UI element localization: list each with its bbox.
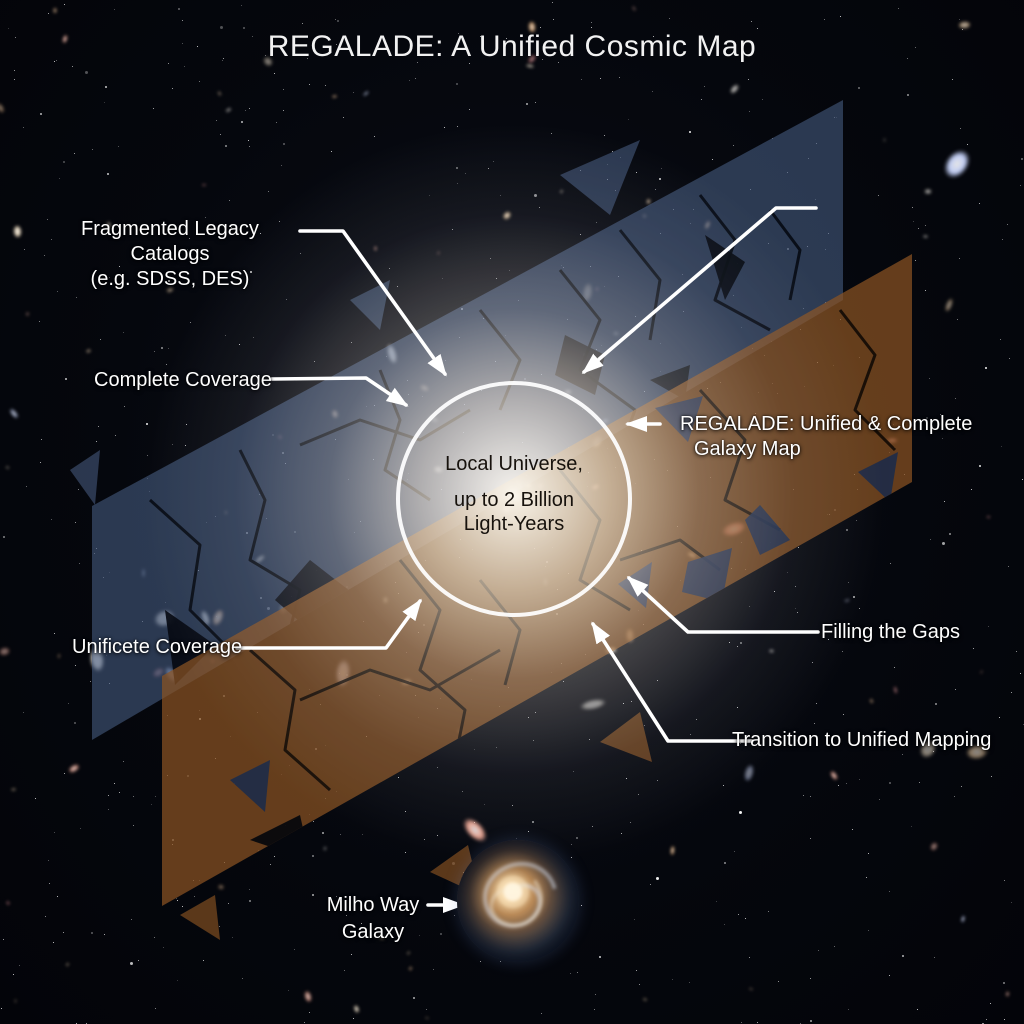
local-universe-line2: up to 2 Billion (453, 489, 575, 511)
label-milky-line1: Milho Way (326, 894, 420, 916)
label-regalade-line2: Galaxy Map (694, 438, 801, 460)
label-fragmented-line1: Fragmented Legacy Catalogs (81, 218, 259, 265)
local-universe-circle (396, 381, 632, 617)
label-fragmented-legacy-catalogs: Fragmented Legacy Catalogs (e.g. SDSS, D… (40, 217, 300, 292)
label-unificete-coverage: Unificete Coverage (72, 636, 243, 658)
pointer-unificete-arrow (235, 598, 422, 650)
local-universe-caption: Local Universe, up to 2 Billion Light-Ye… (396, 452, 632, 536)
label-fragmented-line2: (e.g. SDSS, DES) (90, 268, 250, 290)
label-regalade-unified-map: REGALADE: Unified & Complete Galaxy Map (680, 412, 972, 462)
pointer-filling-gaps-arrow (626, 575, 820, 634)
pointer-transition-arrow (591, 621, 754, 743)
milky-way-spiral (483, 861, 557, 928)
local-universe-line1: Local Universe, (445, 453, 583, 475)
page-title: REGALADE: A Unified Cosmic Map (267, 30, 757, 63)
milky-way-galaxy-image (457, 840, 579, 962)
label-milky-way-galaxy: Milho Way Galaxy (312, 892, 434, 946)
label-complete-coverage: Complete Coverage (94, 369, 272, 391)
label-filling-the-gaps: Filling the Gaps (821, 621, 960, 643)
label-regalade-line1: REGALADE: Unified & Complete (680, 413, 973, 435)
pointer-complete-coverage-arrow (270, 376, 409, 407)
label-milky-line2: Galaxy (341, 921, 405, 943)
label-transition-unified-mapping: Transition to Unified Mapping (732, 729, 992, 751)
pointer-top-right-arrow (581, 206, 818, 374)
pointer-fragmented-arrow (298, 229, 447, 377)
local-universe-line3: Light-Years (463, 513, 565, 535)
